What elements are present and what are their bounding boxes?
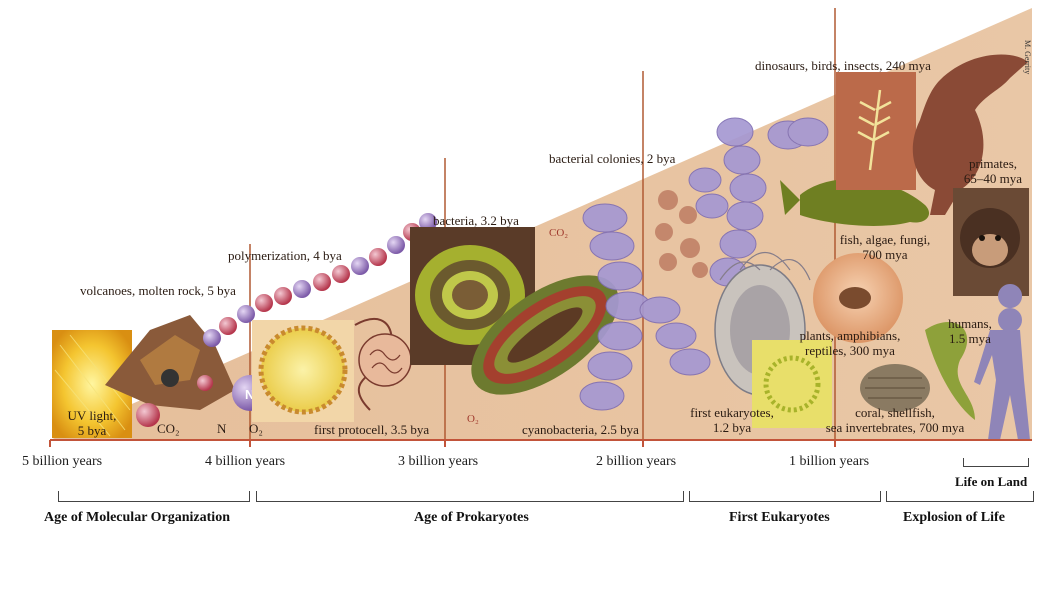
era-bracket-prokaryotes <box>256 491 684 502</box>
tick-label-2-billion: 2 billion years <box>596 454 676 470</box>
label-fish-line1: fish, algae, fungi, <box>840 232 931 247</box>
label-uv-light-line1: UV light, <box>68 408 117 423</box>
label-first-eukaryotes-line1: first eukaryotes, <box>690 405 774 420</box>
artist-credit: M. Gerrity <box>1023 40 1032 74</box>
label-first-eukaryotes: first eukaryotes, 1.2 bya <box>662 405 802 435</box>
label-uv-light: UV light, 5 bya <box>54 408 130 438</box>
label-o2-small: O₂ <box>467 412 479 427</box>
era-first-eukaryotes: First Eukaryotes <box>729 510 830 526</box>
label-primates-line2: 65–40 mya <box>964 171 1022 186</box>
label-n: N <box>217 421 226 436</box>
label-coral: coral, shellfish, sea invertebrates, 700… <box>800 405 990 435</box>
label-coral-line2: sea invertebrates, 700 mya <box>826 420 965 435</box>
era-explosion-of-life: Explosion of Life <box>903 510 1005 526</box>
label-first-eukaryotes-line2: 1.2 bya <box>713 420 751 435</box>
label-life-on-land: Life on Land <box>955 474 1027 490</box>
label-humans-line1: humans, <box>948 316 992 331</box>
tick-label-5-billion: 5 billion years <box>22 454 102 470</box>
label-fish: fish, algae, fungi, 700 mya <box>815 232 955 262</box>
label-bacterial-colonies: bacterial colonies, 2 bya <box>549 151 675 166</box>
era-prokaryotes: Age of Prokaryotes <box>414 510 529 526</box>
label-primates: primates, 65–40 mya <box>955 156 1031 186</box>
label-co2-small: CO₂ <box>549 226 568 241</box>
label-co2: CO₂ <box>157 421 180 436</box>
label-first-protocell: first protocell, 3.5 bya <box>314 422 429 437</box>
primate-image <box>953 188 1029 296</box>
life-on-land-bracket <box>963 458 1029 467</box>
label-o2: O₂ <box>249 421 263 436</box>
era-bracket-molecular <box>58 491 250 502</box>
era-bracket-explosion <box>886 491 1034 502</box>
label-plants-line1: plants, amphibians, <box>800 328 901 343</box>
era-bracket-eukaryotes <box>689 491 881 502</box>
label-humans-line2: 1.5 mya <box>949 331 991 346</box>
label-plants: plants, amphibians, reptiles, 300 mya <box>775 328 925 358</box>
label-primates-line1: primates, <box>969 156 1017 171</box>
label-uv-light-line2: 5 bya <box>78 423 107 438</box>
tick-label-4-billion: 4 billion years <box>205 454 285 470</box>
label-volcanoes: volcanoes, molten rock, 5 bya <box>80 283 236 298</box>
label-coral-line1: coral, shellfish, <box>855 405 935 420</box>
label-cyanobacteria: cyanobacteria, 2.5 bya <box>522 422 639 437</box>
tick-label-3-billion: 3 billion years <box>398 454 478 470</box>
tick-label-1-billion: 1 billion years <box>789 454 869 470</box>
label-fish-line2: 700 mya <box>862 247 907 262</box>
era-molecular-organization: Age of Molecular Organization <box>44 510 230 526</box>
label-plants-line2: reptiles, 300 mya <box>805 343 895 358</box>
label-dinosaurs: dinosaurs, birds, insects, 240 mya <box>755 58 931 73</box>
label-bacteria: bacteria, 3.2 bya <box>433 213 519 228</box>
label-humans: humans, 1.5 mya <box>930 316 1010 346</box>
label-polymerization: polymerization, 4 bya <box>228 248 342 263</box>
